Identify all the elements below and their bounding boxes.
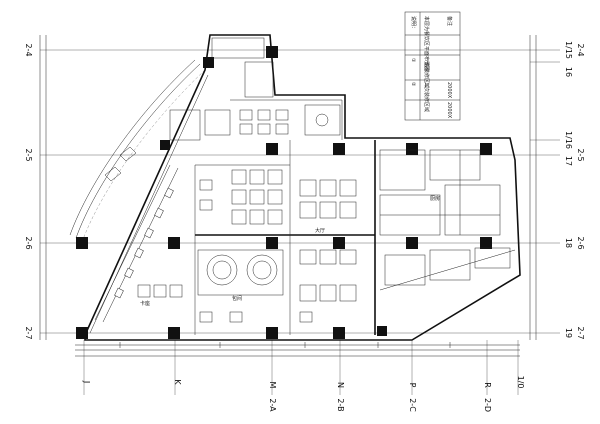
legend-row-3-text: 二次装修区域 [423, 82, 430, 112]
structural-columns [76, 46, 492, 339]
bottom-grid-labels: J K M 2-A N 2-B P 2-C R 2-D 1/0 [82, 376, 525, 413]
dining-tables-center [137, 109, 357, 323]
room-label-private: 包间 [232, 295, 242, 302]
grid-label-k: K [173, 379, 182, 385]
vertical-grid-lines [39, 35, 537, 395]
grid-label-r: R [483, 382, 492, 388]
legend-row-1-key: 说明： [410, 16, 417, 31]
legend-size-1: 2000X [446, 82, 452, 99]
grid-label-right-1: 2-4 [576, 43, 585, 56]
grid-num-16: 16 [564, 67, 573, 77]
grid-num-1-16: 1/16 [564, 131, 573, 149]
grid-label-left-3: 2-6 [24, 236, 33, 249]
grid-label-2c: 2-C [408, 398, 417, 412]
legend-note: 备注 [446, 16, 453, 26]
grid-label-left-2: 2-5 [24, 148, 33, 161]
room-label-kitchen: 厨房 [430, 195, 440, 202]
grid-label-right-2: 2-5 [576, 148, 585, 161]
legend-size-2: 2000X [446, 102, 452, 119]
grid-label-left-1: 2-4 [24, 43, 33, 56]
grid-label-m: M [268, 382, 277, 389]
grid-label-n: N [336, 382, 345, 388]
kitchen-area [379, 149, 511, 286]
legend-row-2-text: 一般装修区域 [423, 58, 430, 88]
grid-num-17: 17 [564, 156, 573, 166]
round-tables [197, 249, 284, 296]
grid-label-j: J [82, 380, 91, 383]
room-label-hall: 大厅 [315, 227, 325, 234]
curved-facade [69, 59, 206, 243]
grid-label-right-3: 2-6 [576, 236, 585, 249]
room-labels: 厨房 包间 大厅 卡座 [140, 195, 440, 307]
grid-label-2a: 2-A [268, 398, 277, 412]
legend-row-1-text: 本层为餐饮区平面布置图 [423, 16, 430, 71]
grid-label-2b: 2-B [336, 398, 345, 411]
right-grid-labels: 2-4 2-5 2-6 2-7 1/15 16 1/16 17 18 19 [564, 41, 585, 340]
bottom-dimension-marks [75, 342, 520, 348]
grid-label-left-4: 2-7 [24, 326, 33, 339]
legend-row-3-key: ② [410, 82, 416, 87]
legend-table: 说明： 本层为餐饮区平面布置图 ① 一般装修区域 ② 二次装修区域 备注 200… [404, 11, 461, 121]
diagonal-seating [94, 164, 179, 323]
grid-num-1-15: 1/15 [564, 41, 573, 59]
grid-label-2d: 2-D [483, 398, 492, 412]
left-grid-labels: 2-4 2-5 2-6 2-7 [24, 43, 33, 339]
legend-row-2-key: ① [410, 58, 416, 63]
service-rooms-top [169, 37, 341, 141]
room-label-booth: 卡座 [140, 300, 150, 307]
grid-num-19: 19 [564, 328, 573, 338]
grid-num-18: 18 [564, 238, 573, 248]
grid-label-right-4: 2-7 [576, 326, 585, 339]
grid-label-p: P [408, 383, 417, 388]
grid-label-1-0: 1/0 [516, 376, 525, 389]
